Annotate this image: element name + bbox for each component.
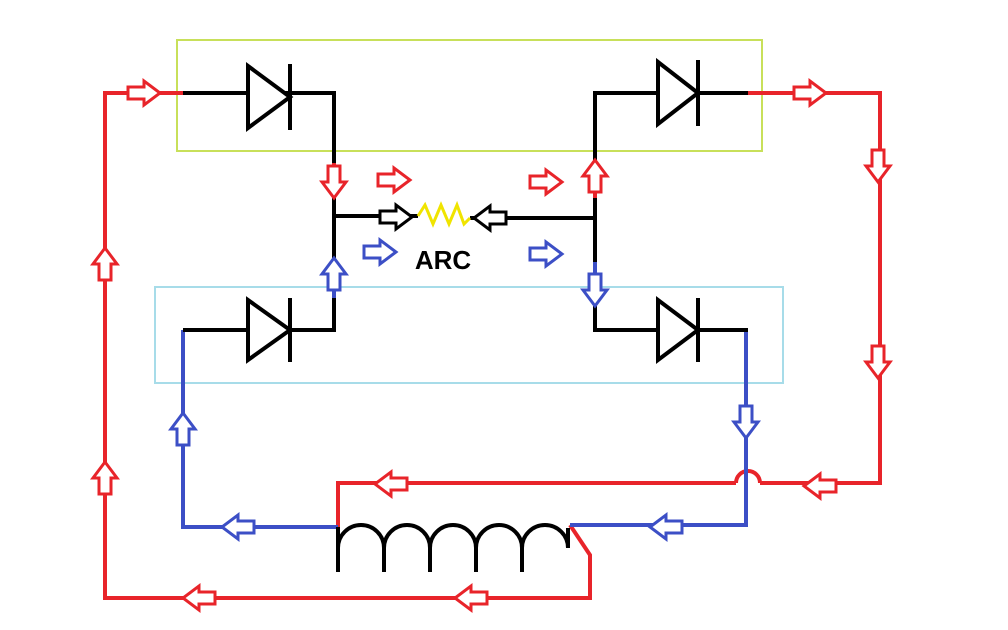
blue-arrows: [169, 238, 760, 541]
top-diode-box: [176, 39, 763, 152]
diode-top-right: [656, 57, 702, 129]
bottom-diode-box: [154, 286, 784, 384]
arc-resistor: [416, 200, 472, 228]
diode-bottom-right: [656, 296, 702, 364]
blue-current-path: [181, 258, 748, 529]
black-wiring: [183, 91, 748, 332]
transformer-coil: [336, 523, 570, 572]
arc-label: ARC: [415, 245, 472, 275]
red-current-path: [103, 91, 882, 600]
diode-bottom-left: [246, 296, 294, 364]
diode-top-left: [246, 62, 294, 132]
red-arrows: [91, 79, 892, 612]
